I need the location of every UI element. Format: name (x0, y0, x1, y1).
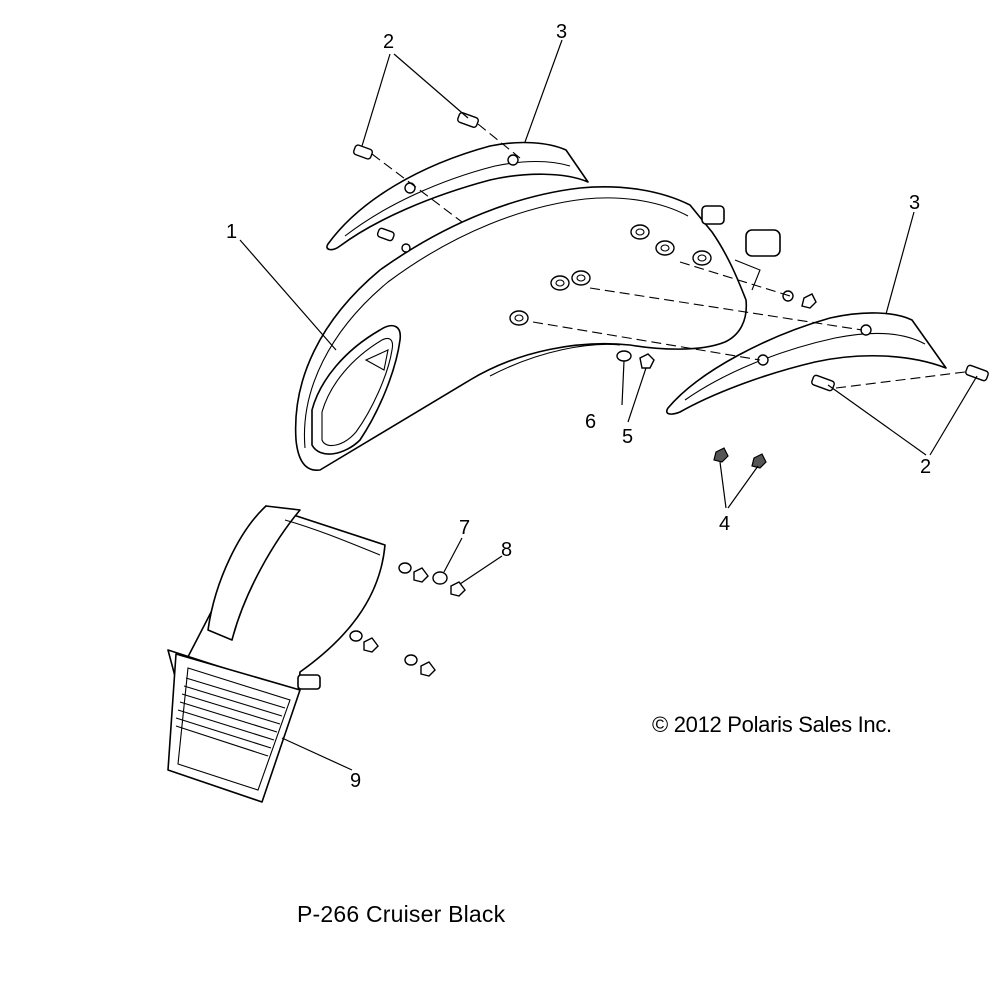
plate-ribs (175, 677, 286, 757)
copyright-text: © 2012 Polaris Sales Inc. (652, 712, 892, 737)
callout-3-right: 3 (909, 192, 921, 214)
nut-4-a (713, 447, 729, 463)
callout-3-top: 3 (556, 21, 568, 43)
nut-7 (432, 571, 448, 585)
fender-rail-left (326, 141, 589, 251)
screw-2-right-b (965, 364, 989, 382)
screw-2-top-right (457, 112, 479, 128)
screw-2-top-left (352, 144, 374, 160)
washer-8 (450, 581, 466, 597)
callout-6: 6 (585, 411, 597, 433)
callout-2-right: 2 (920, 456, 932, 478)
license-plate-bracket (167, 505, 386, 803)
callout-8: 8 (501, 539, 513, 561)
callout-1: 1 (226, 221, 238, 243)
callout-4: 4 (719, 513, 731, 535)
alignment-lines (371, 123, 966, 389)
callout-9: 9 (350, 770, 362, 792)
callout-5: 5 (622, 426, 634, 448)
hardware (349, 112, 989, 677)
leader-lines (239, 39, 978, 771)
rear-fender (294, 186, 781, 471)
nut-5 (639, 353, 655, 369)
fender-rail-right (665, 312, 947, 415)
callout-2-top: 2 (383, 31, 395, 53)
washer-6 (616, 350, 632, 362)
callout-7: 7 (459, 517, 471, 539)
diagram-caption: P-266 Cruiser Black (297, 901, 506, 927)
screw-2-right-a (811, 374, 835, 392)
nut-4-b (751, 453, 767, 469)
